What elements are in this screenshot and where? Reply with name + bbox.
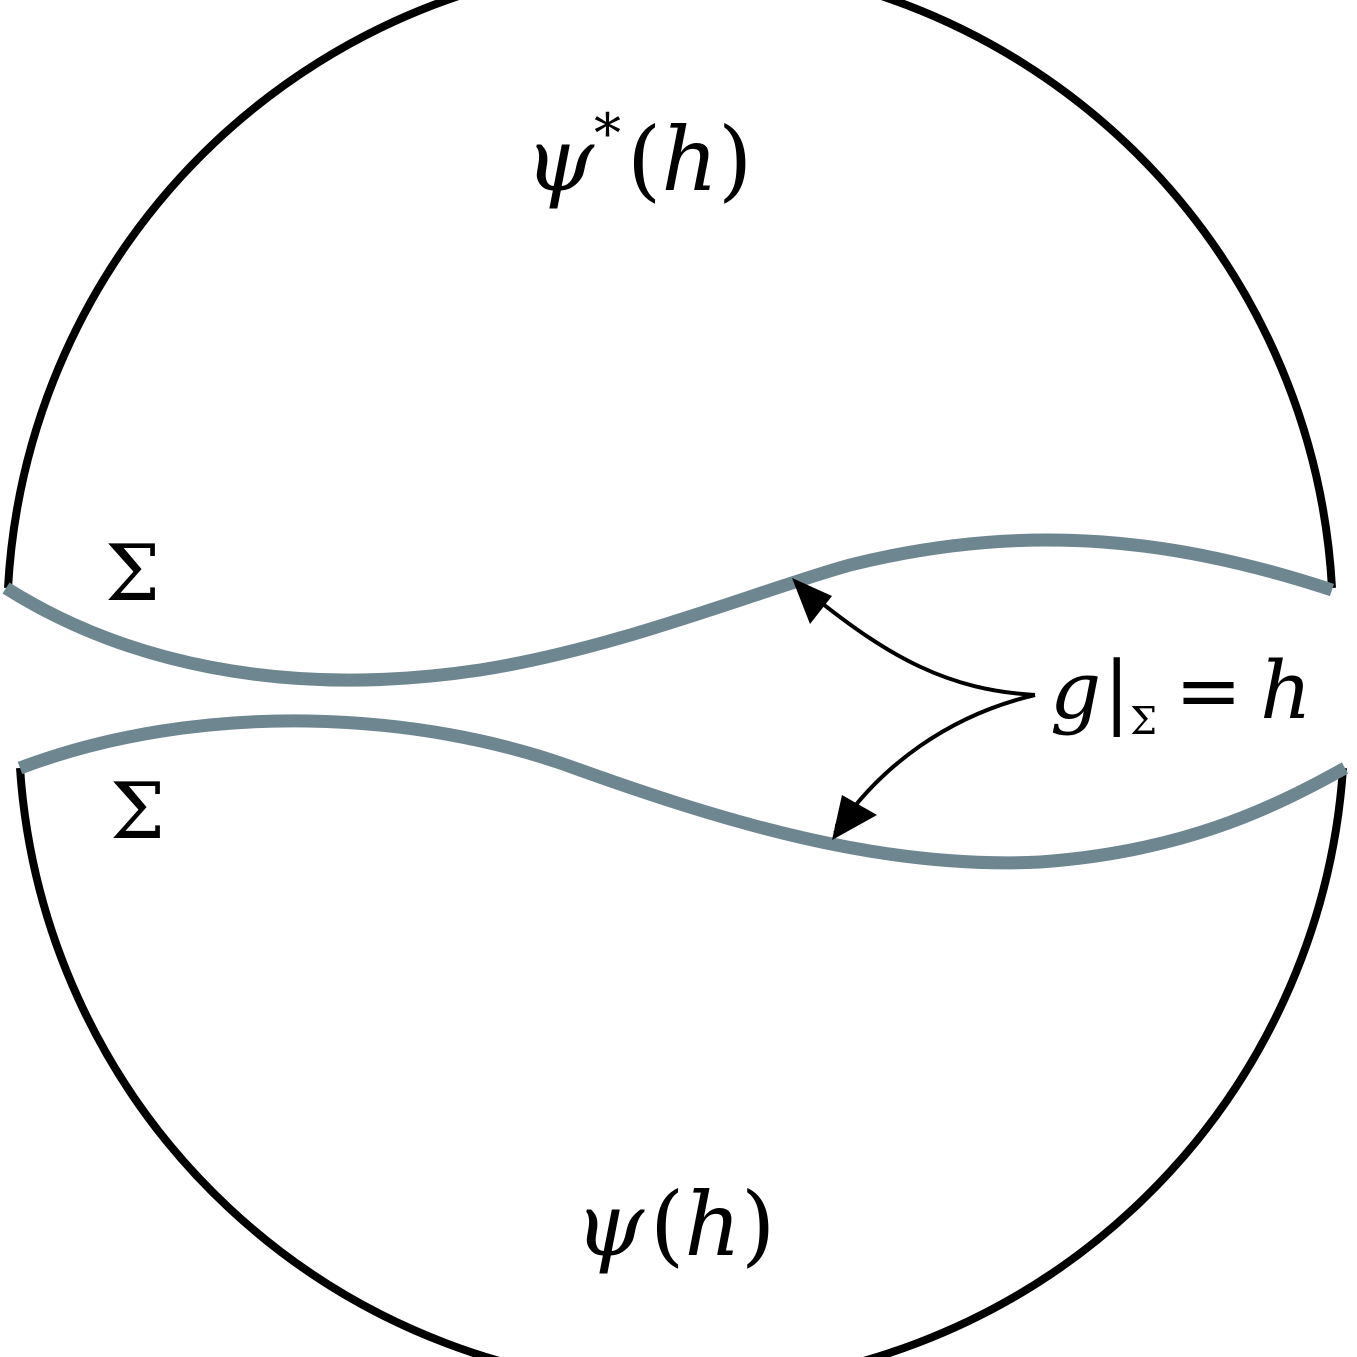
argument-h: h [661,108,718,211]
equals-sign: = [1175,644,1242,737]
metric-g: g [1050,644,1101,737]
arrowhead-upper [792,578,832,624]
psi-symbol: ψ [525,108,595,211]
boundary-metric-h: h [1260,644,1312,737]
argument-h: h [684,1173,741,1276]
upper-state-label: ψ*(h) [525,102,752,211]
open-paren: ( [650,1173,684,1276]
lower-sigma-label: Σ [110,767,165,857]
psi-symbol: ψ [575,1173,645,1276]
restriction-bar: | [1103,644,1130,737]
upper-boundary-arc [4,0,1336,589]
star-superscript: * [594,102,621,165]
lower-boundary-arc [16,767,1347,1357]
arrow-to-upper-surface [800,585,1036,697]
arrowhead-lower [832,795,877,840]
close-paren: ) [741,1173,775,1276]
lower-sigma-surface [17,714,1349,870]
restriction-subscript: Σ [1130,699,1157,743]
upper-sigma-label: Σ [105,529,160,619]
gluing-condition-label: g|Σ =h [1050,644,1312,743]
lower-state-label: ψ(h) [575,1173,775,1276]
close-paren: ) [718,108,752,211]
upper-sigma-surface [2,533,1335,687]
open-paren: ( [627,108,661,211]
